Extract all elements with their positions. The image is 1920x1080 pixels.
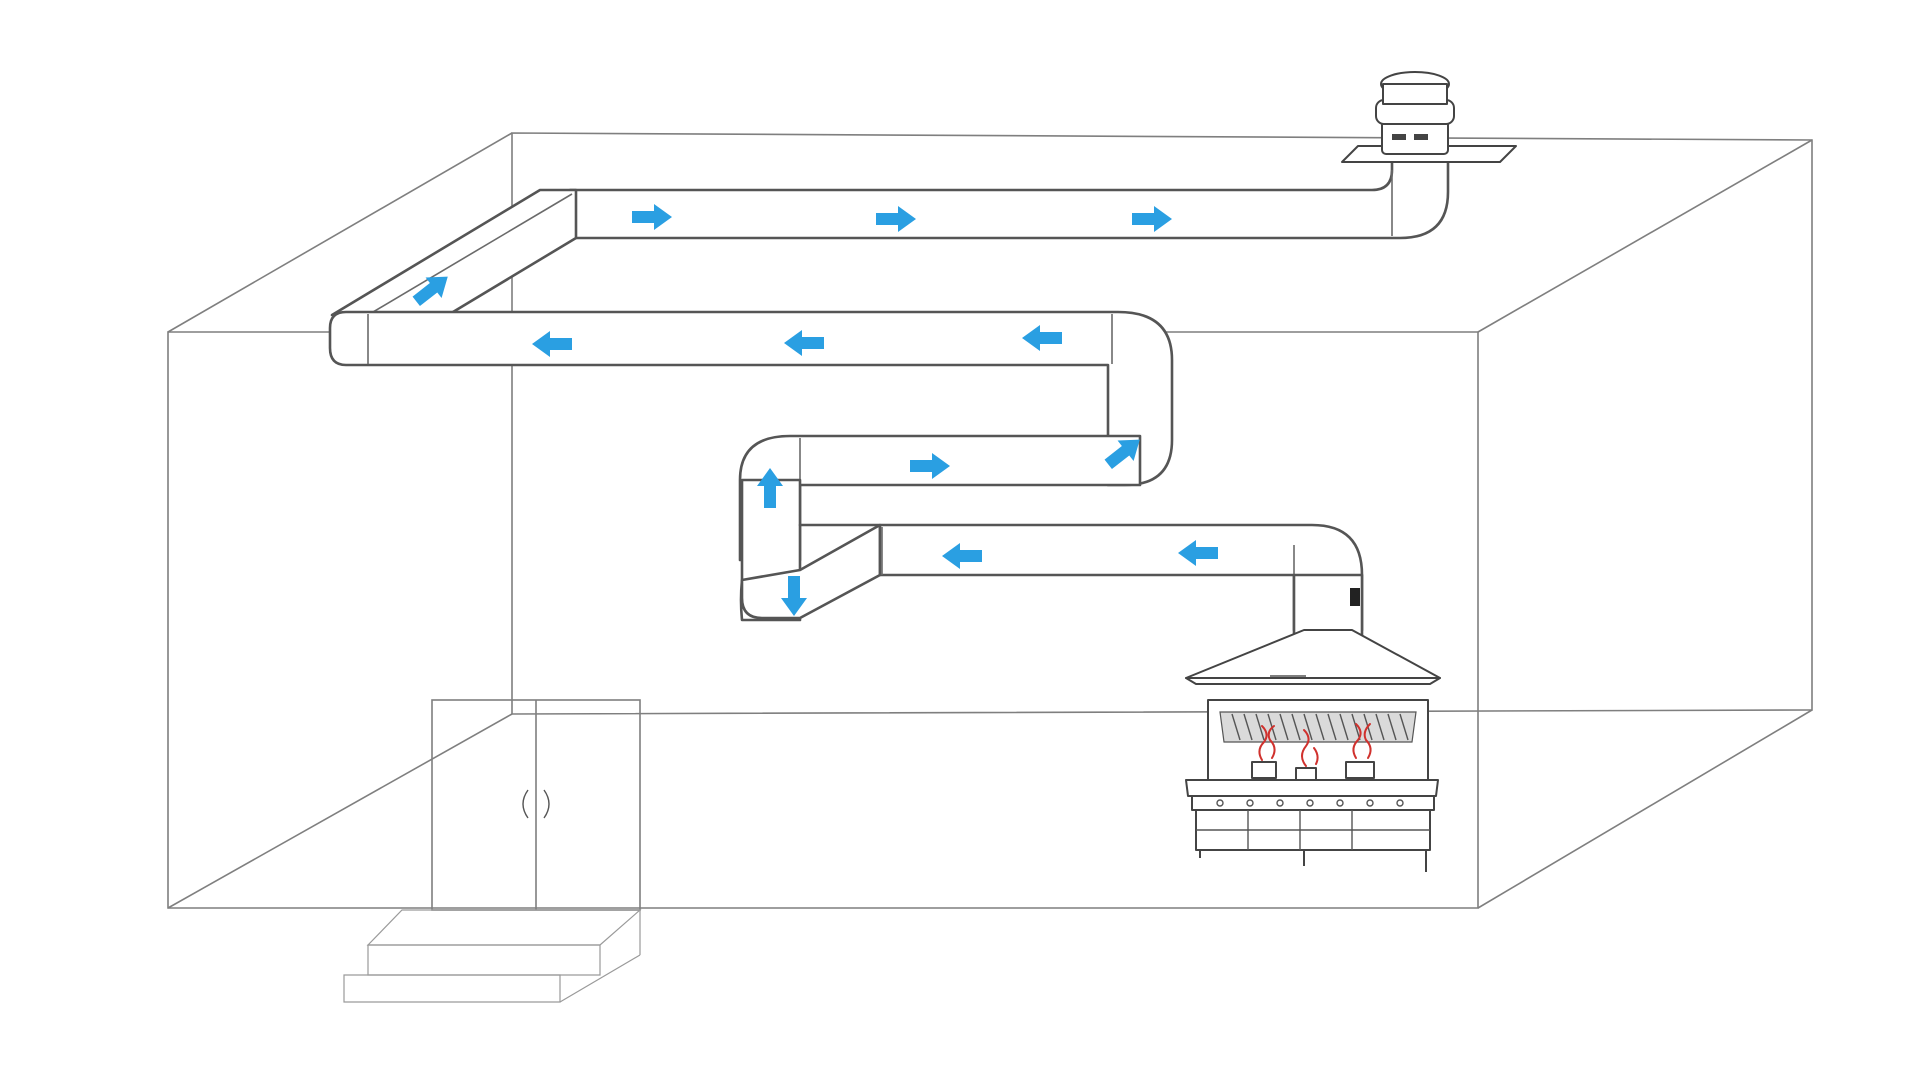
airflow-arrow-left [1178, 540, 1218, 566]
airflow-arrow-right [1132, 206, 1172, 232]
duct-lower-run [798, 523, 1364, 632]
hood-canopy [1185, 629, 1441, 679]
airflow-arrow-left [532, 331, 572, 357]
pot [1295, 767, 1317, 781]
room-wireframe [167, 132, 1813, 909]
airflow-arrow-left [1022, 325, 1062, 351]
airflow-arrow-left [942, 543, 982, 569]
airflow-arrow-up [757, 468, 783, 508]
fan-vent-slot [1392, 134, 1406, 140]
heat-wisps [1258, 723, 1372, 767]
filter-hatching [1231, 713, 1409, 741]
airflow-arrow-down [781, 576, 807, 616]
roof-exhaust-fan [1341, 71, 1517, 163]
airflow-arrows [412, 204, 1218, 616]
pot [1345, 761, 1375, 779]
cooking-station [1185, 699, 1439, 872]
airflow-arrow-right [632, 204, 672, 230]
step-side-edge [559, 954, 641, 1003]
pot [1251, 761, 1277, 779]
hood-rim [1185, 677, 1441, 685]
room-edge-bottom-left [167, 713, 513, 909]
duct-seam [367, 193, 573, 316]
airflow-arrow-up-right [412, 276, 448, 307]
step-middle [367, 944, 601, 976]
door-handle-left [522, 789, 529, 819]
room-edge-top-right [1477, 139, 1813, 333]
airflow-arrow-right [910, 453, 950, 479]
station-knobs [1216, 799, 1404, 807]
airflow-arrow-up-right [1104, 439, 1140, 470]
room-edge-bottom-right [1477, 709, 1813, 909]
airflow-arrow-right [876, 206, 916, 232]
range-hood [1185, 629, 1441, 685]
duct-top-run [568, 158, 1450, 240]
door-handle-right [543, 789, 550, 819]
fan-cap-body [1382, 83, 1448, 105]
step-bottom [343, 974, 561, 1003]
fan-vent-slot [1414, 134, 1428, 140]
step-top [366, 909, 642, 946]
filter-panel [1219, 711, 1417, 743]
riser-panel [1350, 588, 1360, 606]
entry-steps [343, 909, 642, 1003]
airflow-arrow-left [784, 330, 824, 356]
double-door [431, 699, 641, 911]
station-counter [1185, 779, 1439, 797]
room-edge-top-left [167, 132, 513, 333]
ductwork [328, 158, 1450, 637]
duct-diagonal-connector [330, 188, 578, 317]
